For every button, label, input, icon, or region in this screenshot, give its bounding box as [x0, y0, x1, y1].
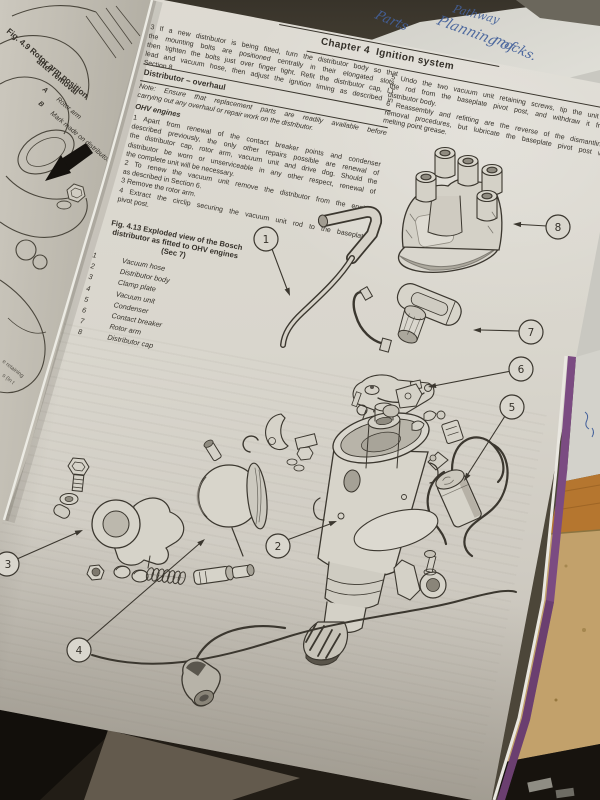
print-showthrough [0, 310, 547, 795]
sheet-fold-shadow [516, 0, 600, 26]
deep-shadow [0, 690, 112, 800]
right-column-paragraph: 5 Undo the two vacuum unit retaining scr… [382, 74, 600, 171]
loose-paper [84, 730, 300, 800]
